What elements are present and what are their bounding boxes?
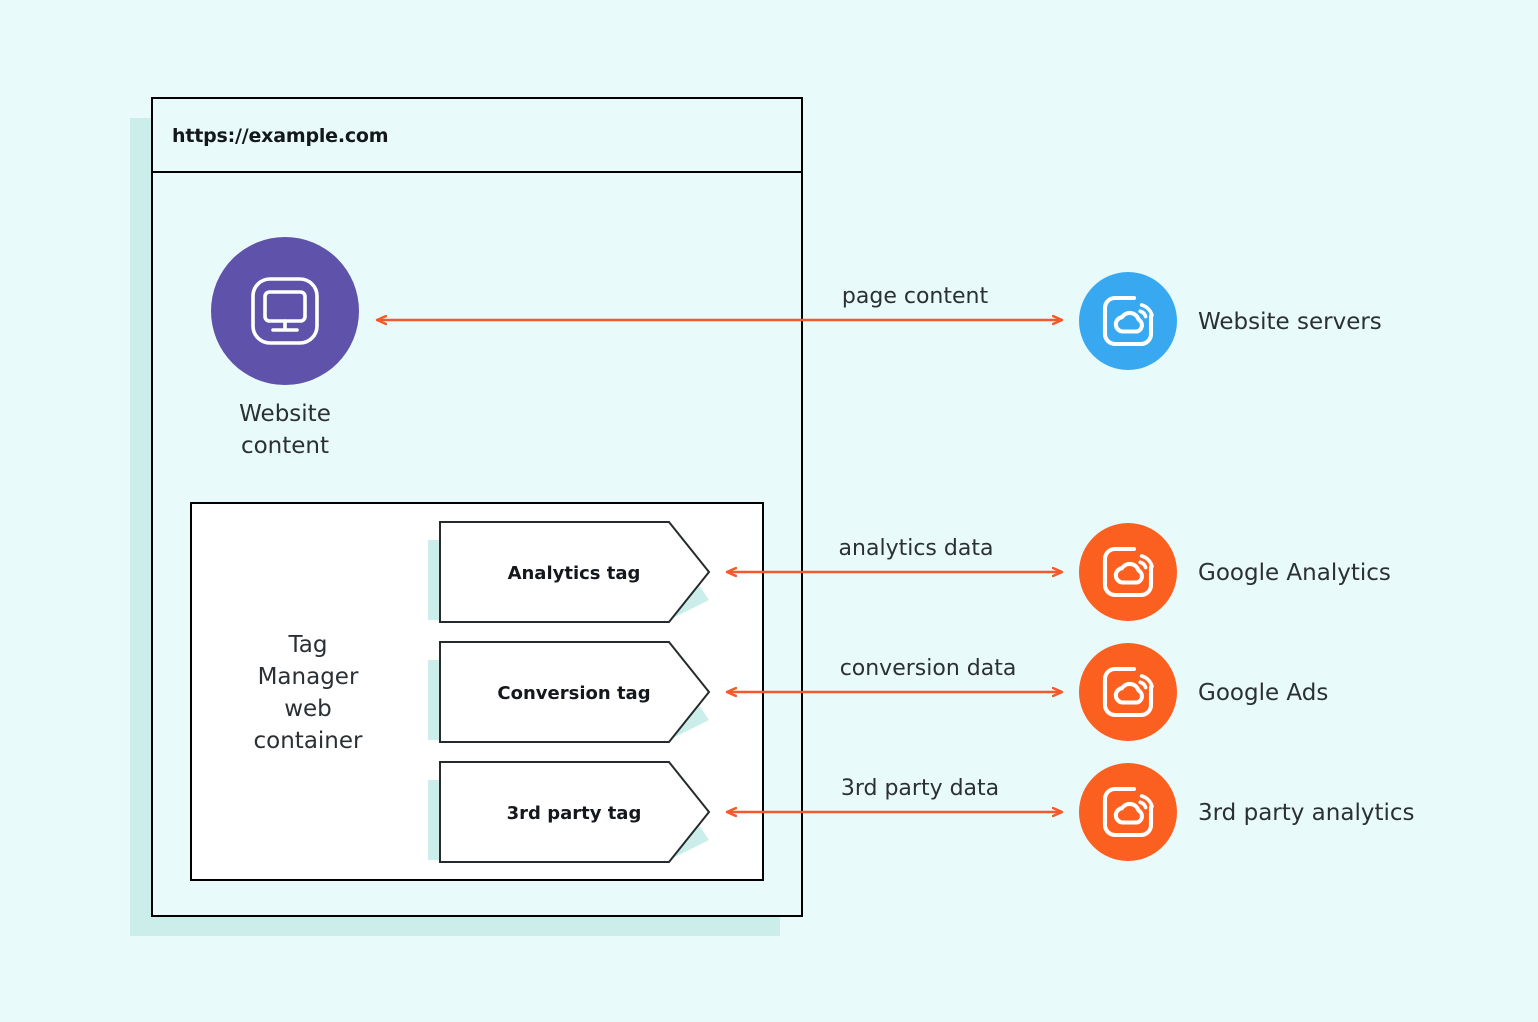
website-content-node: Website content [211, 237, 359, 459]
endpoint-website-servers[interactable]: Website servers [1079, 272, 1382, 370]
endpoint-google-ads-label: Google Ads [1198, 680, 1328, 706]
endpoint-google-analytics-circle [1079, 523, 1177, 621]
flow-conversion-data-label: conversion data [840, 656, 1017, 681]
endpoint-website-servers-circle [1079, 272, 1177, 370]
flow-third-party-data: 3rd party data [727, 776, 1062, 812]
third-party-tag[interactable]: 3rd party tag [428, 761, 711, 863]
endpoint-website-servers-label: Website servers [1198, 309, 1382, 335]
flow-page-content-label: page content [842, 284, 989, 309]
browser-url-text: https://example.com [172, 125, 388, 147]
endpoint-third-party-analytics-circle [1079, 763, 1177, 861]
endpoint-google-ads[interactable]: Google Ads [1079, 643, 1328, 741]
endpoint-google-ads-circle [1079, 643, 1177, 741]
endpoint-google-analytics[interactable]: Google Analytics [1079, 523, 1391, 621]
browser-address-bar[interactable] [151, 97, 803, 173]
third-party-tag-shape [439, 761, 711, 863]
flow-conversion-data: conversion data [727, 656, 1062, 692]
third-party-tag-label: 3rd party tag [507, 803, 642, 824]
analytics-tag[interactable]: Analytics tag [428, 521, 711, 623]
conversion-tag-shape [439, 641, 711, 743]
website-content-label-line2: content [241, 433, 329, 459]
tag-manager-label-line2: Manager [258, 664, 359, 690]
endpoint-google-analytics-label: Google Analytics [1198, 560, 1391, 586]
flow-page-content: page content [377, 284, 1062, 320]
tag-manager-label-line1: Tag [288, 632, 328, 658]
endpoint-third-party-analytics[interactable]: 3rd party analytics [1079, 763, 1415, 861]
flow-analytics-data: analytics data [727, 536, 1062, 572]
website-content-circle [211, 237, 359, 385]
endpoint-third-party-analytics-label: 3rd party analytics [1198, 800, 1415, 826]
conversion-tag-label: Conversion tag [497, 683, 650, 704]
tag-manager-label-line4: container [254, 728, 364, 754]
analytics-tag-shape [439, 521, 711, 623]
monitor-icon [251, 277, 319, 345]
website-content-label-line1: Website [239, 401, 331, 427]
flow-analytics-data-label: analytics data [839, 536, 994, 561]
flow-third-party-data-label: 3rd party data [841, 776, 999, 801]
tag-manager-label-line3: web [284, 696, 332, 722]
tag-manager-container: Tag Manager web container Analytics tag … [190, 502, 764, 881]
conversion-tag[interactable]: Conversion tag [428, 641, 711, 743]
analytics-tag-label: Analytics tag [508, 563, 641, 584]
